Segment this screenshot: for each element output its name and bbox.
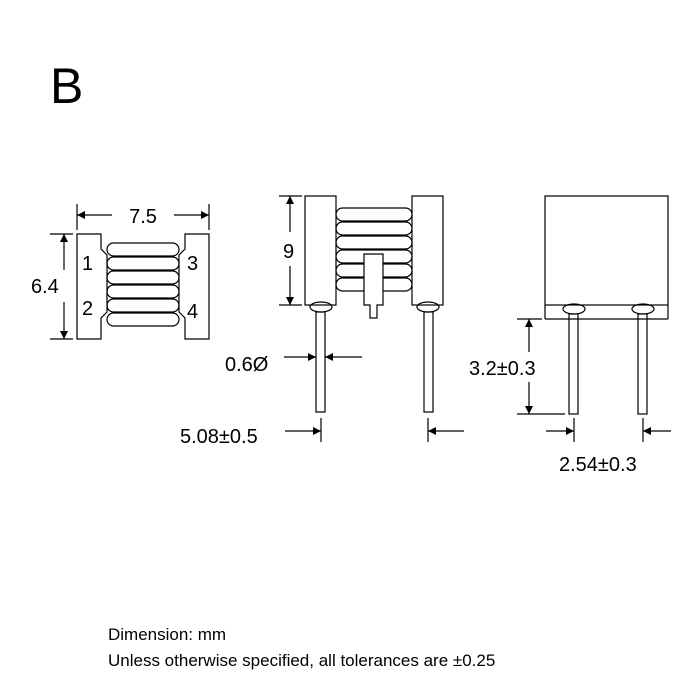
front-view-left-lead: [315, 311, 326, 413]
top-view-left-flange: [76, 233, 108, 340]
front-view-right-lead: [423, 311, 434, 413]
top-view-right-flange: [178, 233, 210, 340]
height-label: 9: [283, 241, 294, 263]
side-view: [517, 195, 671, 442]
width-label: 7.5: [129, 206, 157, 228]
unit-note: Dimension: mm: [108, 625, 227, 644]
side-view-body: [544, 195, 669, 306]
pin-1-label: 1: [82, 253, 93, 275]
front-view-left-lead-bump: [309, 301, 333, 313]
top-view: [50, 204, 210, 340]
pin-2-label: 2: [82, 298, 93, 320]
side-view-left-lead: [568, 313, 579, 415]
lead-diameter-label: 0.6Ø: [225, 354, 268, 376]
top-view-windings: [106, 242, 180, 327]
front-view-right-flange: [411, 195, 444, 306]
front-view: [279, 195, 464, 442]
lead-length-label: 3.2±0.3: [469, 358, 536, 380]
front-view-left-flange: [304, 195, 337, 306]
front-view-right-lead-bump: [416, 301, 440, 313]
tolerance-note: Unless otherwise specified, all toleranc…: [108, 651, 496, 670]
pin-4-label: 4: [187, 301, 198, 323]
pin-spacing-label: 5.08±0.5: [180, 426, 258, 448]
variant-letter: B: [50, 58, 83, 114]
front-view-center-tab: [363, 253, 384, 319]
depth-label: 6.4: [31, 276, 59, 298]
side-view-right-lead: [637, 313, 648, 415]
pin-3-label: 3: [187, 253, 198, 275]
lead-pitch-label: 2.54±0.3: [559, 454, 637, 476]
